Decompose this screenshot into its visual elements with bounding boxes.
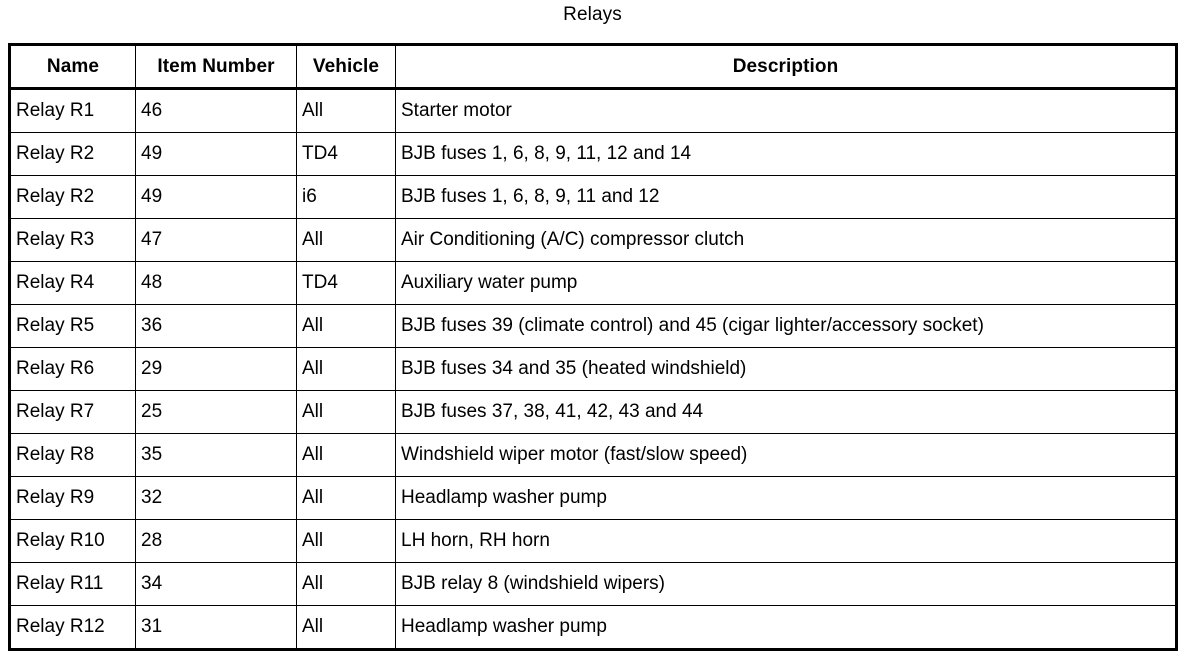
- cell-name: Relay R3: [9, 218, 136, 262]
- cell-description: BJB fuses 1, 6, 8, 9, 11 and 12: [395, 175, 1177, 219]
- cell-description: Windshield wiper motor (fast/slow speed): [395, 433, 1177, 477]
- cell-name: Relay R1: [9, 88, 136, 133]
- cell-item-number: 29: [135, 347, 297, 391]
- column-header-item-number: Item Number: [135, 44, 297, 90]
- column-header-description: Description: [395, 44, 1177, 90]
- cell-name: Relay R2: [9, 175, 136, 219]
- cell-vehicle: All: [296, 562, 396, 606]
- cell-item-number: 35: [135, 433, 297, 477]
- page-title: Relays: [563, 4, 622, 25]
- table-header-row: Name Item Number Vehicle Description: [9, 44, 1177, 90]
- cell-item-number: 28: [135, 519, 297, 563]
- cell-description: BJB fuses 34 and 35 (heated windshield): [395, 347, 1177, 391]
- cell-vehicle: All: [296, 433, 396, 477]
- cell-vehicle: All: [296, 304, 396, 348]
- cell-item-number: 47: [135, 218, 297, 262]
- cell-name: Relay R9: [9, 476, 136, 520]
- cell-description: LH horn, RH horn: [395, 519, 1177, 563]
- cell-description: BJB relay 8 (windshield wipers): [395, 562, 1177, 606]
- cell-name: Relay R4: [9, 261, 136, 305]
- cell-name: Relay R11: [9, 562, 136, 606]
- cell-item-number: 49: [135, 132, 297, 176]
- cell-name: Relay R8: [9, 433, 136, 477]
- cell-vehicle: TD4: [296, 132, 396, 176]
- cell-vehicle: TD4: [296, 261, 396, 305]
- cell-item-number: 34: [135, 562, 297, 606]
- relays-table: Name Item Number Vehicle Description Rel…: [8, 43, 1178, 651]
- cell-description: Air Conditioning (A/C) compressor clutch: [395, 218, 1177, 262]
- cell-vehicle: All: [296, 218, 396, 262]
- table-header: Name Item Number Vehicle Description: [9, 44, 1177, 90]
- cell-name: Relay R5: [9, 304, 136, 348]
- cell-item-number: 25: [135, 390, 297, 434]
- relays-table-container: Name Item Number Vehicle Description Rel…: [8, 43, 1178, 651]
- cell-description: Headlamp washer pump: [395, 605, 1177, 650]
- cell-item-number: 48: [135, 261, 297, 305]
- cell-vehicle: All: [296, 605, 396, 650]
- cell-name: Relay R7: [9, 390, 136, 434]
- cell-vehicle: All: [296, 476, 396, 520]
- cell-item-number: 31: [135, 605, 297, 650]
- column-header-name: Name: [9, 44, 136, 90]
- cell-name: Relay R12: [9, 605, 136, 650]
- cell-description: Auxiliary water pump: [395, 261, 1177, 305]
- cell-vehicle: All: [296, 519, 396, 563]
- cell-item-number: 32: [135, 476, 297, 520]
- cell-vehicle: All: [296, 347, 396, 391]
- cell-item-number: 36: [135, 304, 297, 348]
- cell-item-number: 46: [135, 88, 297, 133]
- cell-vehicle: All: [296, 390, 396, 434]
- cell-description: BJB fuses 39 (climate control) and 45 (c…: [395, 304, 1177, 348]
- cell-description: BJB fuses 37, 38, 41, 42, 43 and 44: [395, 390, 1177, 434]
- cell-vehicle: All: [296, 88, 396, 133]
- cell-item-number: 49: [135, 175, 297, 219]
- cell-vehicle: i6: [296, 175, 396, 219]
- cell-description: Starter motor: [395, 88, 1177, 133]
- cell-name: Relay R6: [9, 347, 136, 391]
- cell-name: Relay R10: [9, 519, 136, 563]
- cell-description: Headlamp washer pump: [395, 476, 1177, 520]
- cell-name: Relay R2: [9, 132, 136, 176]
- cell-description: BJB fuses 1, 6, 8, 9, 11, 12 and 14: [395, 132, 1177, 176]
- column-header-vehicle: Vehicle: [296, 44, 396, 90]
